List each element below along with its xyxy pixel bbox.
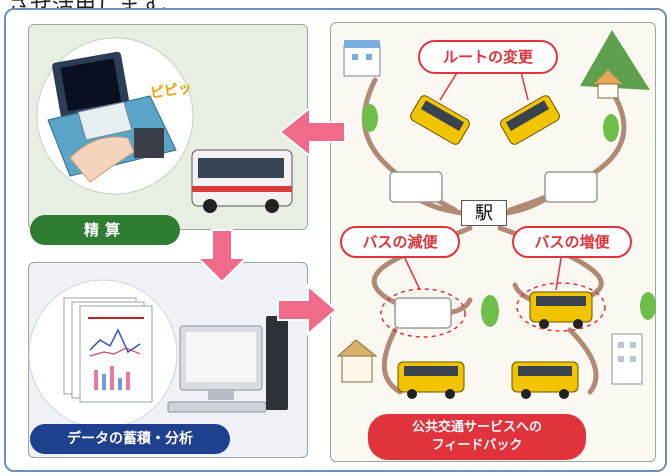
bus-change-highlight xyxy=(380,282,606,338)
computer-icon xyxy=(167,316,288,413)
arrow-feedback-to-settlement xyxy=(278,105,346,159)
removed-bus-outline-icons xyxy=(389,171,598,329)
station-sign-text: 駅 xyxy=(475,203,493,224)
data-illustration xyxy=(28,279,288,429)
data-label: データの蓄積・分析 xyxy=(30,424,230,454)
building-bottom-right-icon xyxy=(611,333,643,385)
feedback-label: 公共交通サービスへの フィードバック xyxy=(368,414,586,460)
arrow-data-to-feedback xyxy=(277,283,338,337)
settlement-illustration xyxy=(36,37,293,213)
city-bus-icon xyxy=(191,149,293,213)
tree-icons xyxy=(362,104,656,327)
arrow-settlement-to-data xyxy=(195,229,249,284)
house-bottom-left-icon xyxy=(336,339,378,383)
building-top-left-icon xyxy=(343,40,381,77)
mountain-house-icon xyxy=(580,30,650,99)
settlement-label: 精算 xyxy=(30,215,180,245)
route-change-bubble: ルートの変更 xyxy=(418,40,558,74)
bus-decrease-text: バスの減便 xyxy=(362,233,438,251)
feedback-label-line1: 公共交通サービスへの xyxy=(411,420,542,435)
station-sign: 駅 xyxy=(461,200,507,226)
bus-decrease-bubble: バスの減便 xyxy=(340,226,460,258)
route-change-text: ルートの変更 xyxy=(442,48,533,66)
settlement-label-text: 精算 xyxy=(83,221,126,239)
feedback-label-line2: フィードバック xyxy=(431,438,523,453)
yellow-bus-icons xyxy=(397,95,593,399)
data-label-text: データの蓄積・分析 xyxy=(67,431,193,447)
bus-increase-text: バスの増便 xyxy=(534,233,610,251)
bus-increase-bubble: バスの増便 xyxy=(512,226,632,258)
